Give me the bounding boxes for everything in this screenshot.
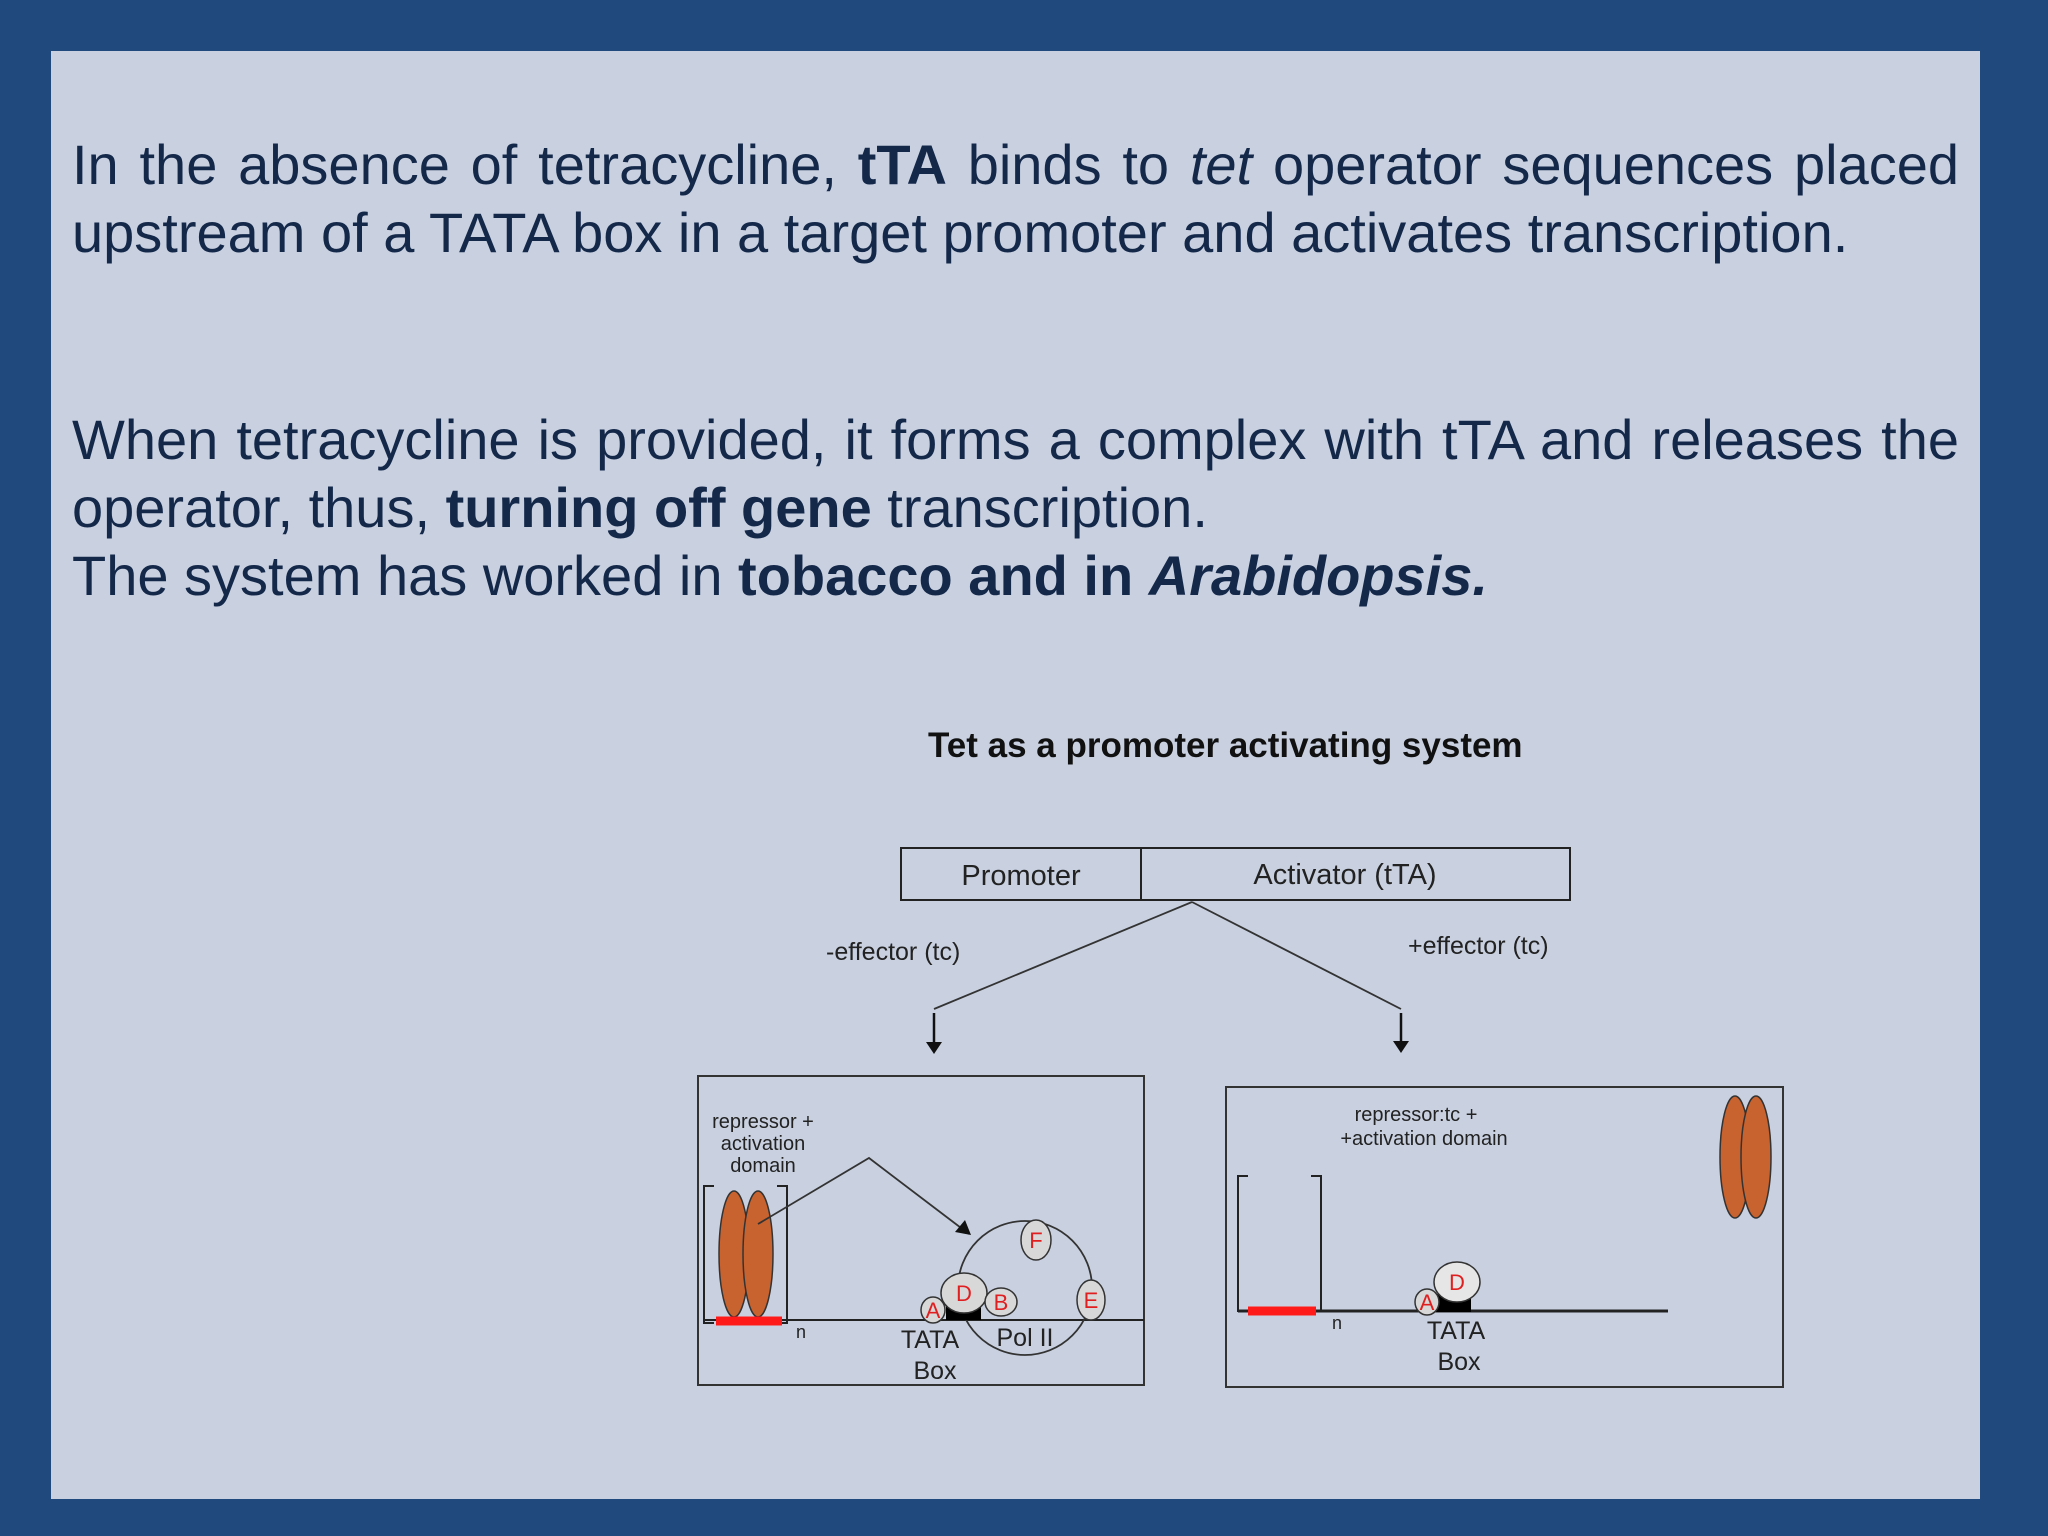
p1-italic-tet: tet [1189, 133, 1253, 196]
factor-d-left [940, 1272, 988, 1314]
repressor-oval-front [742, 1190, 774, 1318]
promoter-box [900, 847, 1142, 901]
right-operator-bracket [1237, 1175, 1322, 1312]
p3-bold-italic-arabidopsis: Arabidopsis. [1148, 544, 1488, 607]
left-label-repressor: repressor + [712, 1111, 814, 1133]
right-panel-frame [1225, 1086, 1784, 1388]
down-arrowhead-left [926, 1042, 942, 1054]
slide: In the absence of tetracycline, tTA bind… [51, 51, 1980, 1499]
left-tata-block [946, 1302, 981, 1320]
factor-f-left [1020, 1219, 1052, 1261]
released-repressor-front [1740, 1095, 1772, 1219]
p2-text-a: When tetracycline is provided, it forms … [72, 408, 1959, 539]
right-tata-label: TATA [1427, 1317, 1486, 1345]
factor-a-right-label: A [1420, 1290, 1435, 1315]
right-box-label: Box [1437, 1348, 1481, 1376]
branch-line-left [933, 901, 1193, 1010]
factor-d-left-label: D [956, 1281, 972, 1306]
left-label-activation: activation [721, 1133, 806, 1155]
paragraph-tta-binding: In the absence of tetracycline, tTA bind… [72, 131, 1959, 267]
repressor-oval-back [718, 1190, 750, 1318]
right-label-activation: +activation domain [1340, 1128, 1507, 1150]
factor-b-left [984, 1287, 1018, 1317]
right-label-repressor-tc: repressor:tc + [1355, 1104, 1478, 1126]
right-tata-block [1434, 1294, 1471, 1312]
p1-text-e: operator sequences placed upstream of a … [72, 133, 1959, 264]
left-operator-bracket [703, 1185, 788, 1324]
activation-arrowhead [955, 1220, 971, 1235]
pol-ii-circle [957, 1220, 1093, 1356]
p1-text-a: In the absence of tetracycline, [72, 133, 858, 196]
down-arrowhead-right [1393, 1041, 1409, 1053]
branch-line-right [1191, 901, 1402, 1010]
factor-d-right [1433, 1261, 1481, 1303]
right-n-label: n [1332, 1313, 1342, 1333]
left-label-domain: domain [730, 1155, 796, 1177]
p3-text-a: The system has worked in [72, 544, 739, 607]
figure-title: Tet as a promoter activating system [928, 726, 1523, 765]
paragraph-tetracycline-complex: When tetracycline is provided, it forms … [72, 406, 1959, 542]
p2-text-c: transcription. [871, 476, 1208, 539]
left-panel-frame [697, 1075, 1145, 1386]
left-n-label: n [796, 1322, 806, 1342]
factor-d-right-label: D [1449, 1270, 1465, 1295]
p3-bold-tobacco: tobacco and in [738, 544, 1149, 607]
factor-a-right [1414, 1288, 1440, 1316]
p1-bold-tta: tTA [857, 133, 947, 196]
p1-text-c: binds to [946, 133, 1190, 196]
left-tata-label: TATA [901, 1326, 960, 1354]
factor-f-left-label: F [1029, 1228, 1042, 1253]
minus-effector-label: -effector (tc) [826, 938, 960, 966]
activator-label: Activator (tTA) [1253, 859, 1436, 891]
p2-bold-turning-off: turning off gene [445, 476, 872, 539]
factor-a-left-label: A [926, 1298, 941, 1323]
activator-box [1140, 847, 1571, 901]
plus-effector-label: +effector (tc) [1408, 932, 1549, 960]
factor-a-left [920, 1296, 946, 1324]
promoter-label: Promoter [961, 860, 1081, 892]
activation-arrow-line [757, 1156, 970, 1235]
factor-e-left [1076, 1279, 1106, 1321]
pol-ii-label: Pol II [997, 1324, 1054, 1352]
left-box-label: Box [913, 1357, 957, 1385]
paragraph-system-worked: The system has worked in tobacco and in … [72, 542, 1959, 610]
tet-system-diagram: Tet as a promoter activating system Prom… [697, 726, 1784, 1388]
factor-e-left-label: E [1084, 1288, 1099, 1313]
factor-b-left-label: B [994, 1290, 1009, 1315]
released-repressor-back [1719, 1095, 1751, 1219]
